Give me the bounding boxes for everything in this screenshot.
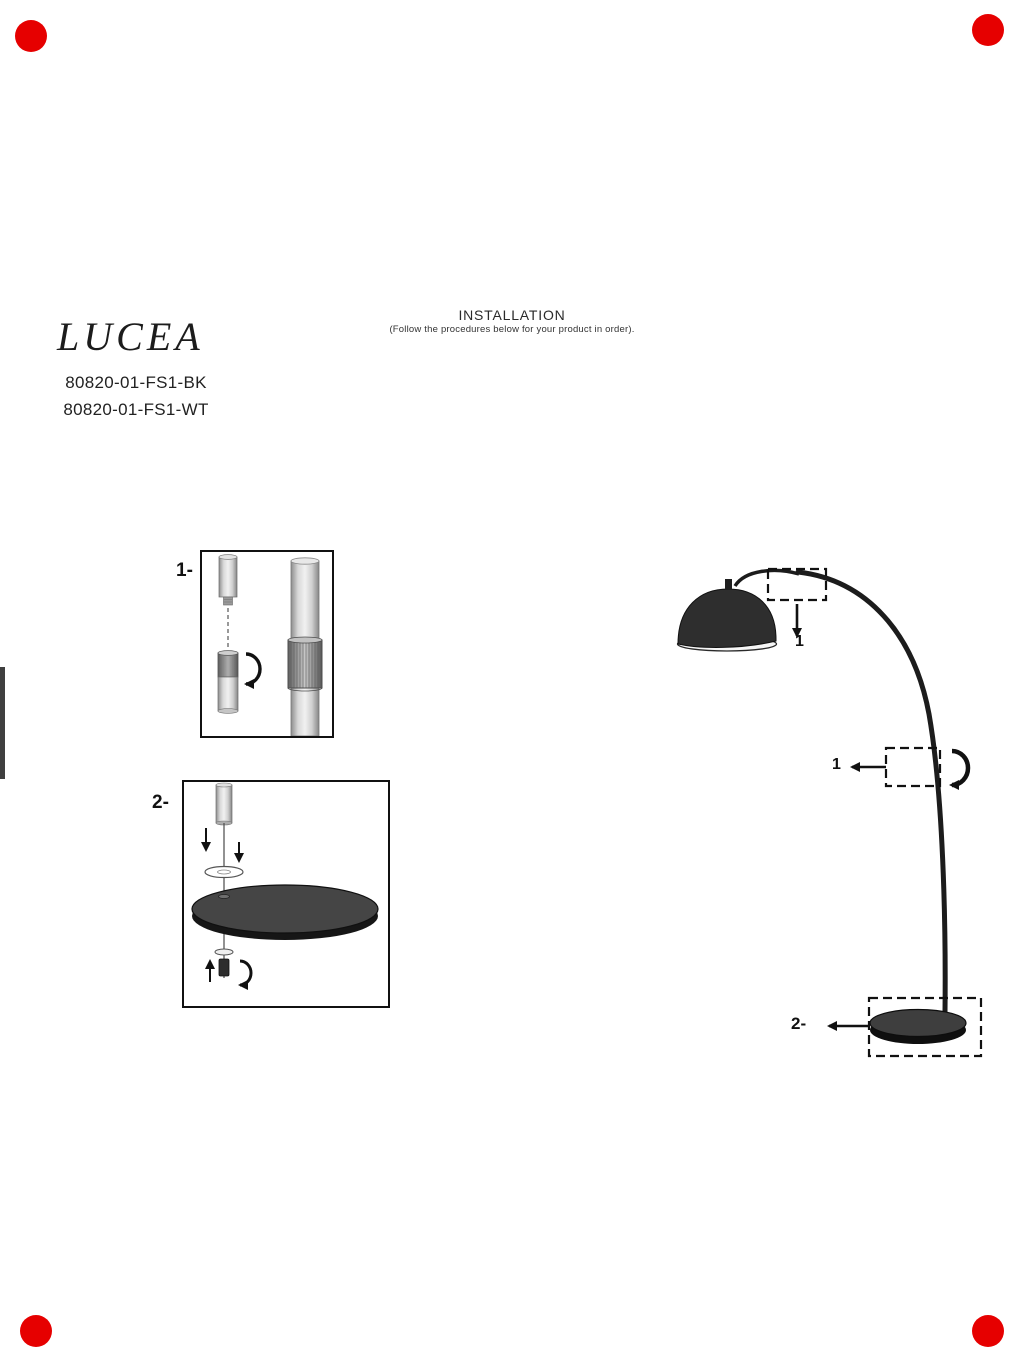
installation-title: INSTALLATION <box>458 307 566 323</box>
callout-label-shade: 1 <box>795 633 804 650</box>
brand-logo: LUCEA <box>57 314 204 359</box>
model-number-black: 80820-01-FS1-BK <box>65 373 207 392</box>
page-edge-mark <box>0 667 5 779</box>
lamp-shade <box>676 579 778 652</box>
model-number-white: 80820-01-FS1-WT <box>63 400 209 419</box>
fastener-assembly <box>214 948 234 977</box>
step1-diagram <box>217 554 323 737</box>
step1-label: 1- <box>176 560 193 581</box>
registration-mark-bottom-right <box>972 1315 1004 1347</box>
washer <box>204 865 244 879</box>
callout-box-shade-joint <box>766 567 828 602</box>
callout-box-pole-joint <box>884 746 942 788</box>
registration-mark-top-right <box>972 14 1004 46</box>
upper-pole-tube <box>218 554 238 606</box>
step1-box <box>200 550 334 738</box>
registration-mark-top-left <box>15 20 47 52</box>
callout-label-pole: 1 <box>832 756 841 773</box>
installation-subtitle: (Follow the procedures below for your pr… <box>389 324 635 335</box>
lamp-base-top-view <box>191 884 379 940</box>
registration-mark-bottom-left <box>20 1315 52 1347</box>
rotation-arrow-icon <box>244 652 262 689</box>
installation-header: INSTALLATION (Follow the procedures belo… <box>0 307 1024 335</box>
rotation-arrow-icon <box>949 748 971 790</box>
threaded-coupler <box>217 650 239 714</box>
lamp-base <box>869 1008 967 1044</box>
step2-box <box>182 780 390 1008</box>
step2-label: 2- <box>152 792 169 813</box>
arc-pole <box>795 569 948 1015</box>
step2-diagram <box>191 782 379 990</box>
arc-lamp-illustration <box>676 567 983 1058</box>
pole-joint-zoom <box>287 557 323 737</box>
callout-label-base: 2- <box>791 1014 807 1033</box>
assembled-lamp-figure <box>655 552 995 1072</box>
model-numbers: 80820-01-FS1-BK 80820-01-FS1-WT <box>46 369 226 423</box>
pole-lower-end <box>215 782 233 826</box>
shade-arm <box>733 568 800 588</box>
rotation-arrow-icon <box>238 959 253 990</box>
